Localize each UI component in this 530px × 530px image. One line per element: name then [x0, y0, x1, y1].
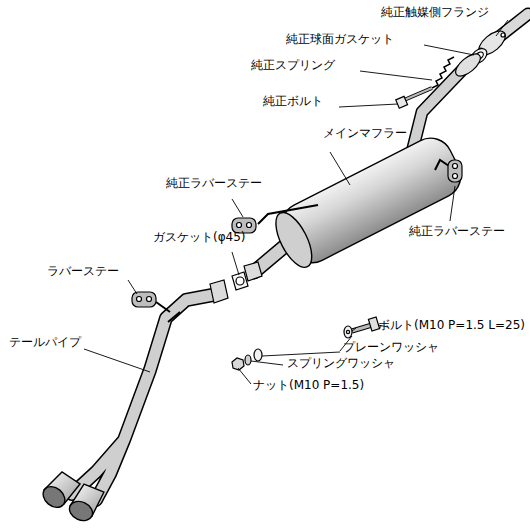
- part-label: 純正触媒側フランジ: [380, 5, 490, 19]
- part-label: ナット(M10 P=1.5): [252, 378, 365, 392]
- part-label: 純正球面ガスケット: [285, 32, 395, 46]
- part-label: テールパイプ: [8, 335, 82, 349]
- part-label: 純正スプリング: [250, 58, 336, 72]
- part-label: 純正ラバーステー: [165, 176, 263, 190]
- part-label: メインマフラー: [322, 126, 408, 140]
- part-label: プレーンワッシャ: [342, 340, 440, 354]
- part-label: ラバーステー: [46, 264, 120, 278]
- part-label: スプリングワッシャ: [286, 356, 396, 370]
- part-label: 純正ボルト: [262, 94, 324, 108]
- part-label: ボルト(M10 P=1.5 L=25): [377, 318, 526, 332]
- part-label: ガスケット(φ45): [152, 230, 247, 244]
- part-label: 純正ラバーステー: [408, 224, 506, 238]
